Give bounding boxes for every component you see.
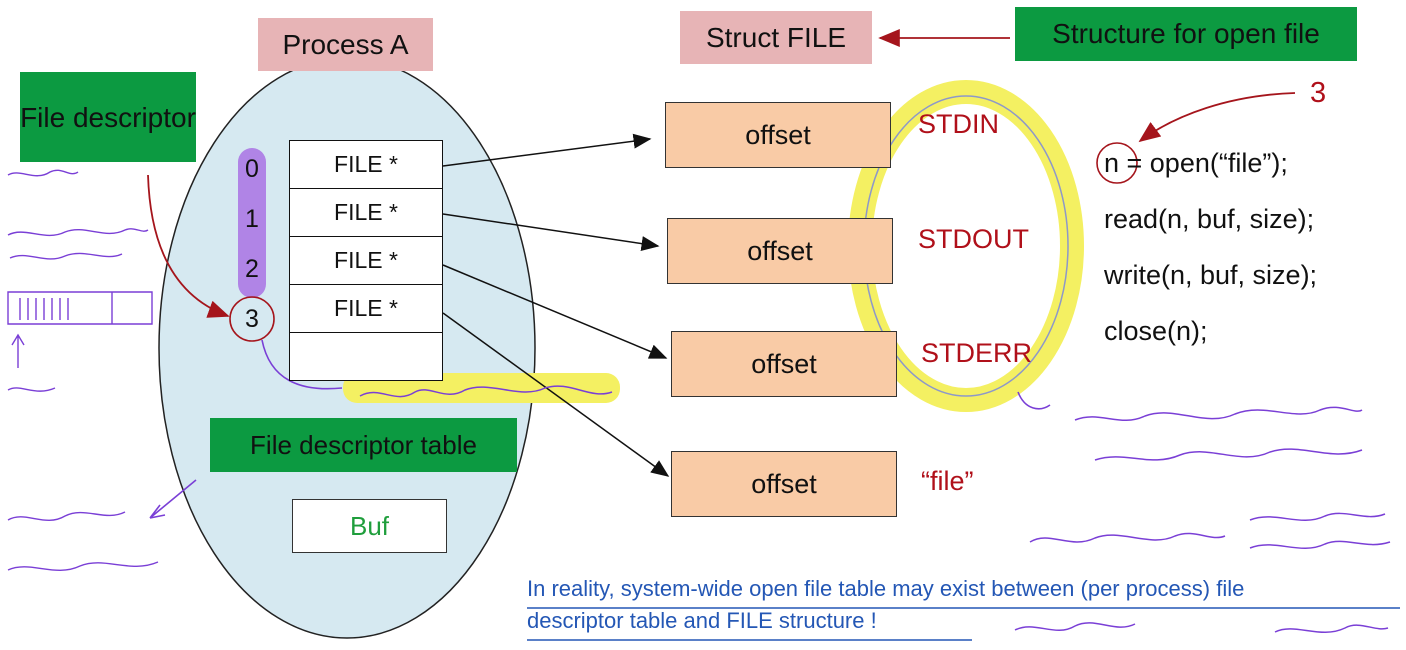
handwritten-arrow-left: [149, 479, 197, 519]
fd-row-2: FILE *: [289, 236, 443, 284]
handwritten-squiggle-4: [1029, 532, 1226, 543]
buf-box: Buf: [292, 499, 447, 553]
handwritten-squiggle-2: [1074, 406, 1363, 422]
handwritten-squiggle-1: [359, 385, 613, 398]
offset-box-1: offset: [667, 218, 893, 284]
stdin-label: STDIN: [918, 109, 999, 139]
arrow-3-to-n: [1138, 92, 1296, 143]
handwritten-squiggle-6: [1014, 622, 1389, 633]
handwritten-buffer-sketch: [7, 291, 153, 325]
index-0: 0: [245, 155, 259, 183]
code-line-2: read(n, buf, size);: [1104, 204, 1315, 234]
struct-file-label: Struct FILE: [680, 11, 872, 64]
offset-box-2: offset: [671, 331, 897, 397]
note-line-2: descriptor table and FILE structure !: [527, 608, 877, 633]
fd-row-0: FILE *: [289, 140, 443, 188]
process-label: Process A: [258, 18, 433, 71]
index3-circle: [229, 296, 275, 342]
index-3: 3: [245, 305, 259, 333]
arrow-row0: [442, 133, 652, 167]
note-line-1: In reality, system-wide open file table …: [527, 576, 1245, 601]
offset-box-3: offset: [671, 451, 897, 517]
fd-table: FILE * FILE * FILE * FILE *: [289, 140, 443, 381]
structure-open-file-label: Structure for open file: [1015, 7, 1357, 61]
index-1: 1: [245, 205, 259, 233]
stderr-label: STDERR: [921, 338, 1033, 368]
handwritten-up-arrow: [11, 333, 25, 368]
offset-box-0: offset: [665, 102, 891, 168]
fd-row-3: FILE *: [289, 284, 443, 332]
fd-row-1: FILE *: [289, 188, 443, 236]
stdout-label: STDOUT: [918, 224, 1029, 254]
code-line-3: write(n, buf, size);: [1104, 260, 1318, 290]
index-highlight-bar: [238, 148, 266, 298]
fd-number-label: 3: [1310, 77, 1327, 109]
arrow-fd-to-3: [147, 174, 230, 318]
handwritten-arrow-stderr: [1017, 391, 1051, 410]
handwritten-squiggle-3: [1094, 448, 1363, 461]
handwritten-squiggle-left: [7, 169, 159, 571]
arrow-row2: [442, 264, 668, 359]
code-line-1: n = open(“file”);: [1104, 148, 1288, 178]
handwritten-squiggle-5: [1249, 512, 1391, 550]
index-2: 2: [245, 255, 259, 283]
fd-row-4: [289, 332, 443, 381]
arrow-row3: [442, 312, 670, 477]
file-name-label: “file”: [921, 466, 974, 496]
n-circle: [1096, 142, 1138, 184]
fd-table-label: File descriptor table: [210, 418, 517, 472]
arrow-row1: [442, 213, 660, 251]
code-line-4: close(n);: [1104, 316, 1208, 346]
file-descriptor-label: File descriptor: [20, 72, 196, 162]
